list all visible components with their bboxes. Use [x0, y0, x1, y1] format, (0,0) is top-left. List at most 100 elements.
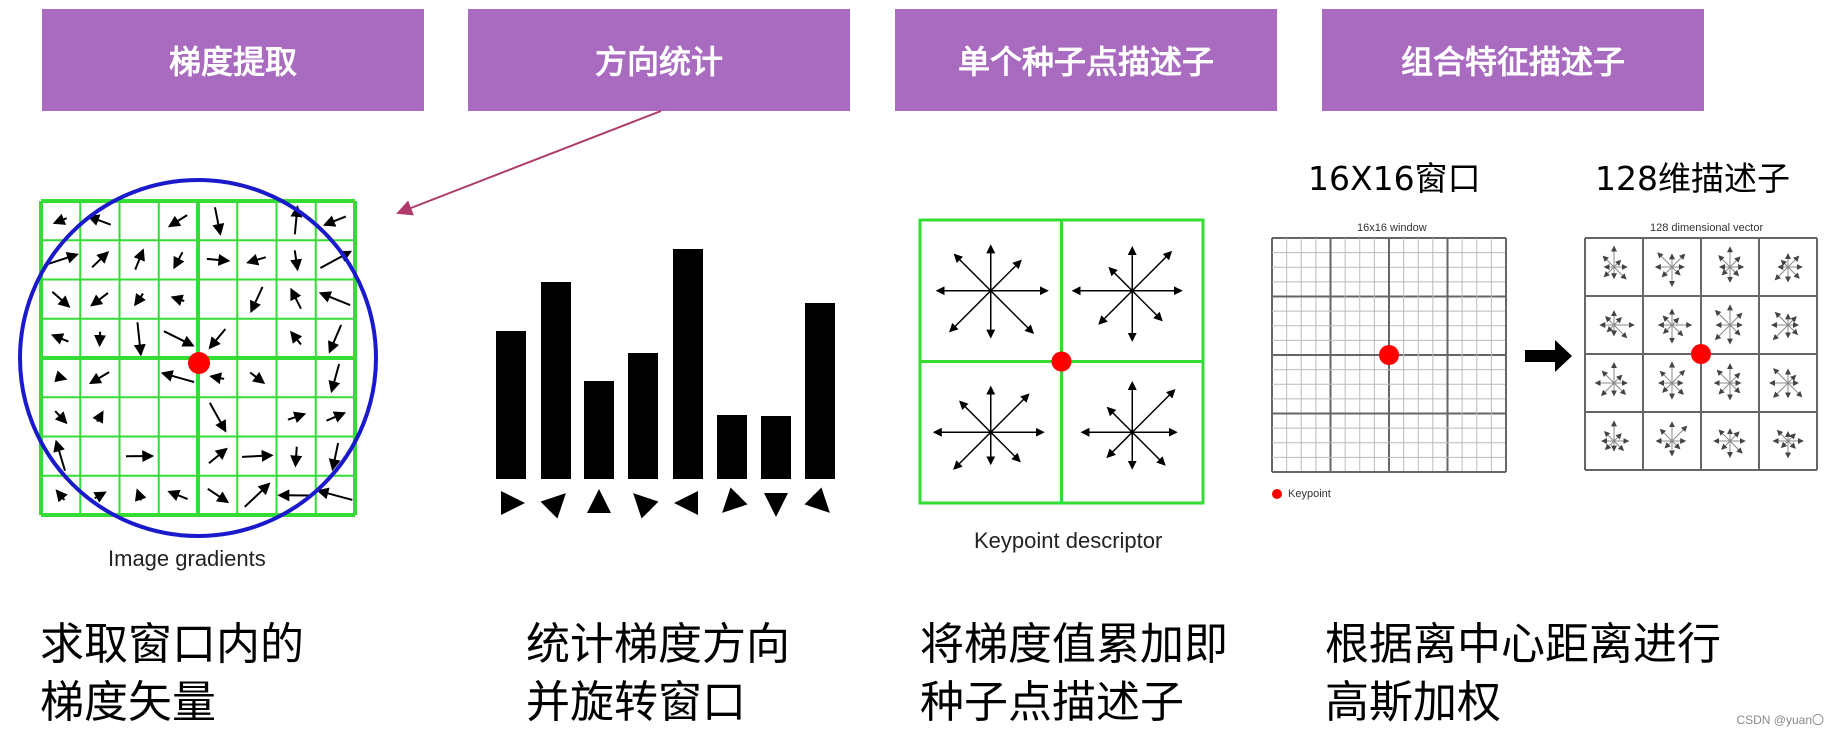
orientation-arrow-icon — [1787, 255, 1800, 268]
orientation-arrow-icon — [1714, 309, 1731, 326]
gradient-arrow-icon — [328, 324, 343, 354]
orientation-arrow-icon — [1718, 429, 1731, 442]
window-title: 16x16 window — [1357, 222, 1427, 234]
orientation-arrow-icon — [1721, 266, 1731, 276]
orientation-arrow-icon — [1721, 440, 1731, 450]
orientation-arrow-icon — [1106, 431, 1133, 459]
step-header-combined-descriptor: 组合特征描述子 — [1322, 9, 1704, 111]
orientation-arrow-icon — [1671, 369, 1686, 384]
orientation-arrow-icon — [1729, 431, 1740, 442]
gradient-arrow-icon — [133, 322, 146, 357]
gradient-arrow-icon — [290, 250, 303, 272]
orientation-arrow-icon — [1671, 266, 1681, 276]
gradient-arrow-icon — [249, 371, 266, 384]
header-label: 方向统计 — [594, 43, 723, 81]
orientation-arrow-icon — [990, 259, 1022, 292]
orientation-arrow-icon — [990, 290, 1035, 335]
orientation-arrow-icon — [1787, 382, 1803, 398]
orientation-arrow-icon — [990, 393, 1030, 433]
orientation-arrow-icon — [1662, 324, 1673, 335]
orientation-arrow-icon — [1671, 440, 1681, 450]
gradient-arrow-icon — [50, 333, 69, 345]
orientation-arrow-icon — [1662, 315, 1673, 326]
gradient-arrow-icon — [93, 491, 107, 503]
direction-arrow-icon — [633, 493, 659, 519]
orientation-arrow-icon — [1131, 290, 1163, 322]
orientation-arrow-icon — [1787, 433, 1796, 442]
gradient-arrow-icon — [90, 292, 109, 307]
gradient-arrow-icon — [92, 410, 104, 424]
orientation-arrow-icon — [1602, 255, 1615, 268]
orientation-arrow-icon — [1600, 382, 1615, 397]
orientation-arrow-icon — [1604, 440, 1615, 451]
orientation-arrow-icon — [1780, 259, 1789, 268]
gradient-arrow-icon — [290, 446, 303, 468]
gradient-arrow-icon — [167, 489, 188, 501]
gradient-arrow-icon — [133, 248, 145, 270]
orientation-arrow-icon — [1729, 324, 1741, 336]
gaussian-window-circle — [18, 178, 378, 538]
histogram-bar — [541, 282, 571, 479]
orientation-arrow-icon — [1613, 324, 1628, 339]
histogram-bar — [584, 381, 614, 479]
gradient-arrow-icon — [212, 207, 225, 236]
keypoint-descriptor-label: Keypoint descriptor — [974, 528, 1163, 553]
caption-step-2: 统计梯度方向并旋转窗口 — [526, 619, 790, 728]
orientation-arrow-icon — [1108, 266, 1133, 292]
gradient-arrow-icon — [207, 487, 230, 504]
watermark: CSDN @yuan〇 — [1736, 713, 1824, 727]
direction-arrow-icon — [540, 493, 566, 519]
orientation-arrow-icon — [1773, 368, 1789, 384]
orientation-arrow-icon — [1659, 428, 1673, 442]
gradient-arrow-icon — [134, 293, 146, 307]
orientation-arrow-icon — [1671, 382, 1684, 395]
gradient-arrow-icon — [208, 402, 227, 433]
header-label: 单个种子点描述子 — [957, 43, 1214, 81]
orientation-arrow-icon — [1729, 312, 1743, 326]
orientation-arrow-icon — [990, 431, 1021, 463]
caption-step-3: 将梯度值累加即种子点描述子 — [920, 619, 1228, 728]
orientation-arrow-icon — [1787, 374, 1797, 384]
orientation-arrow-icon — [1659, 370, 1673, 384]
orientation-arrow-icon — [1729, 440, 1743, 454]
orientation-arrow-icon — [1772, 324, 1789, 341]
orientation-arrow-icon — [1787, 266, 1800, 279]
orientation-arrow-icon — [1787, 440, 1796, 449]
histogram-bar — [496, 331, 526, 479]
vector-title: 128 dimensional vector — [1650, 222, 1764, 234]
orientation-arrow-icon — [1106, 406, 1133, 433]
orientation-arrow-icon — [1776, 429, 1789, 442]
gradient-arrow-icon — [209, 372, 225, 385]
orientation-arrow-icon — [1671, 425, 1688, 442]
gradient-arrow-icon — [167, 214, 188, 228]
gradient-arrow-icon — [94, 331, 107, 348]
gradient-arrow-icon — [135, 488, 147, 502]
orientation-arrow-icon — [1131, 431, 1166, 466]
orientation-arrow-icon — [1613, 259, 1622, 268]
keypoint-dot — [1691, 344, 1711, 364]
keypoint-dot — [1051, 351, 1072, 372]
histogram-bar — [805, 303, 835, 479]
orientation-arrow-icon — [1729, 256, 1741, 268]
orientation-arrow-icon — [1671, 253, 1686, 268]
orientation-arrow-icon — [1787, 316, 1797, 326]
gradient-arrow-icon — [53, 439, 66, 472]
orientation-arrow-icon — [1718, 255, 1731, 268]
direction-arrow-icon — [722, 487, 748, 513]
step-header-gradient-extraction: 梯度提取 — [42, 9, 424, 111]
gradient-arrow-icon — [246, 253, 267, 266]
step-header-seed-descriptor: 单个种子点描述子 — [895, 9, 1277, 111]
gradient-arrow-icon — [328, 442, 341, 472]
gradient-arrow-icon — [160, 370, 195, 384]
gradient-arrow-icon — [87, 214, 112, 226]
histogram-bar — [717, 415, 747, 479]
orientation-arrow-icon — [1729, 382, 1741, 394]
window-heading: 16X16窗口 — [1308, 159, 1481, 198]
vector-heading: 128维描述子 — [1595, 159, 1790, 198]
header-label: 梯度提取 — [168, 43, 297, 81]
orientation-arrow-icon — [953, 253, 992, 292]
gradient-arrow-icon — [208, 447, 228, 464]
gradient-arrow-icon — [290, 287, 302, 310]
orientation-arrow-icon — [1774, 266, 1789, 281]
orientation-arrow-icon — [1729, 266, 1740, 277]
